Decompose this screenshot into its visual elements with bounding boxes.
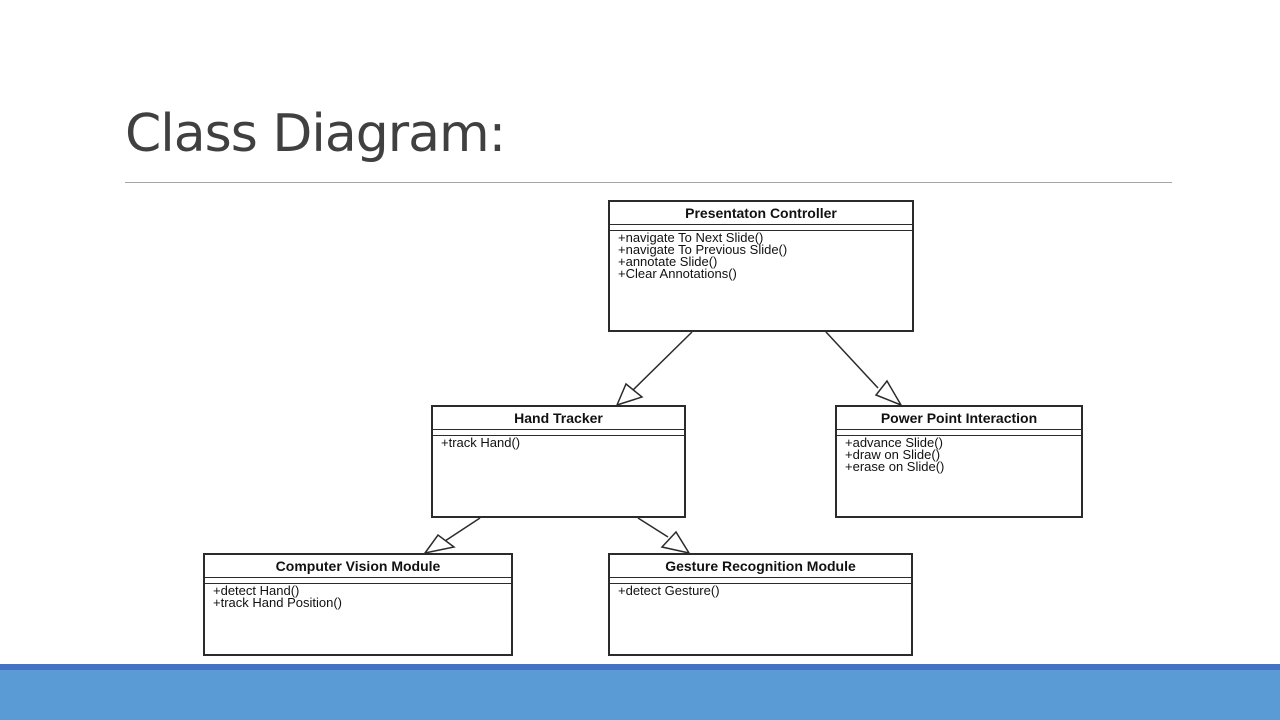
operation: +navigate To Next Slide() — [618, 230, 764, 245]
generalization-line — [444, 517, 481, 542]
operation: +track Hand Position() — [213, 595, 342, 610]
class-operations: +detect Gesture() — [610, 584, 911, 597]
operation: +erase on Slide() — [845, 459, 945, 474]
class-power-point-interaction: Power Point Interaction +advance Slide()… — [835, 405, 1083, 518]
slide-footer-bar — [0, 664, 1280, 720]
class-computer-vision-module: Computer Vision Module +detect Hand() +t… — [203, 553, 513, 656]
class-attributes — [610, 225, 912, 231]
class-operations: +track Hand() — [433, 436, 684, 449]
class-name: Presentaton Controller — [610, 202, 912, 225]
class-operations: +advance Slide() +draw on Slide() +erase… — [837, 436, 1081, 473]
class-operations: +navigate To Next Slide() +navigate To P… — [610, 231, 912, 280]
class-presentation-controller: Presentaton Controller +navigate To Next… — [608, 200, 914, 332]
operation: +draw on Slide() — [845, 447, 941, 462]
class-name: Computer Vision Module — [205, 555, 511, 578]
class-operations: +detect Hand() +track Hand Position() — [205, 584, 511, 609]
operation: +annotate Slide() — [618, 254, 718, 269]
class-gesture-recognition-module: Gesture Recognition Module +detect Gestu… — [608, 553, 913, 656]
class-attributes — [610, 578, 911, 584]
generalization-arrowhead — [615, 382, 644, 407]
operation: +navigate To Previous Slide() — [618, 242, 788, 257]
class-name: Hand Tracker — [433, 407, 684, 430]
generalization-arrowhead — [874, 379, 903, 407]
generalization-arrowhead — [660, 530, 691, 555]
operation: +track Hand() — [441, 435, 521, 450]
class-attributes — [837, 430, 1081, 436]
class-name: Power Point Interaction — [837, 407, 1081, 430]
operation: +Clear Annotations() — [618, 266, 737, 281]
title-divider — [125, 182, 1172, 183]
class-name: Gesture Recognition Module — [610, 555, 911, 578]
generalization-line — [825, 331, 879, 389]
class-attributes — [205, 578, 511, 584]
slide-title: Class Diagram: — [125, 104, 506, 164]
class-attributes — [433, 430, 684, 436]
operation: +detect Hand() — [213, 583, 300, 598]
class-hand-tracker: Hand Tracker +track Hand() — [431, 405, 686, 518]
generalization-line — [632, 331, 693, 391]
operation: +detect Gesture() — [618, 583, 720, 598]
generalization-arrowhead — [423, 533, 456, 555]
generalization-line — [637, 517, 669, 538]
operation: +advance Slide() — [845, 435, 943, 450]
